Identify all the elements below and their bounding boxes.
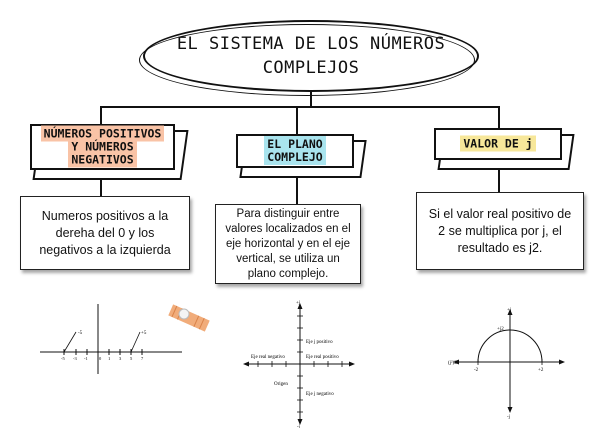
label-neg-real: Eje real negativo [251, 355, 285, 360]
label-left: -2 [474, 368, 479, 373]
arrow-down-icon [297, 419, 303, 425]
connector-bar [100, 106, 500, 108]
marker-line-pos [130, 331, 141, 353]
tape-pin-icon [168, 304, 210, 332]
title-line-2: COMPLEJOS [262, 58, 360, 78]
link-3 [498, 170, 500, 192]
link-2 [296, 178, 298, 204]
tick-label: 1 [108, 356, 110, 361]
marker-line-neg [63, 331, 77, 353]
description-box-2: Para distinguir entre valores localizado… [215, 204, 361, 284]
arrow-up-icon [297, 303, 303, 309]
label-bottom: -j [297, 425, 300, 428]
page-title: EL SISTEMA DE LOS NÚMEROS COMPLEJOS [143, 32, 479, 80]
tick-label: 3 [119, 356, 122, 361]
description-box-3: Si el valor real positivo de 2 se multip… [416, 192, 584, 270]
label-pos-real: Eje real positivo [306, 355, 339, 360]
arrow-left-icon [453, 359, 459, 365]
arrow-left-icon [243, 361, 249, 367]
category-label: VALOR DE j [434, 135, 562, 152]
label-left-j: (j²)2 [448, 360, 457, 366]
description-text: Si el valor real positivo de 2 se multip… [428, 206, 572, 255]
arrow-right-icon [559, 359, 565, 365]
label-pos-imag: Eje j positivo [306, 340, 333, 345]
category-line: COMPLEJO [264, 149, 326, 165]
tick-label-zero: 0 [99, 356, 102, 361]
description-box-1: Numeros positivos a la dereha del 0 y lo… [20, 196, 190, 270]
connector-stem [310, 91, 312, 107]
description-text: Para distinguir entre valores localizado… [225, 207, 351, 280]
arrow-right-icon [349, 361, 355, 367]
category-box-value-of-j: VALOR DE j [434, 128, 575, 170]
category-line: NÚMEROS POSITIVOS [40, 125, 165, 142]
rotation-arc [477, 329, 543, 363]
category-line: EL PLANO [264, 136, 326, 152]
label-origin: Origen [274, 382, 288, 387]
category-label: EL PLANO COMPLEJO [236, 136, 354, 165]
category-box-positive-negative: NÚMEROS POSITIVOS Y NÚMEROS NEGATIVOS [30, 124, 189, 180]
tick-label: -3 [73, 356, 77, 361]
connector-left [100, 106, 102, 124]
description-text: Numeros positivos a la dereha del 0 y lo… [39, 208, 171, 257]
arrow-down-icon [507, 407, 513, 413]
marker-label-pos: +5 [141, 331, 147, 336]
j-value-diagram: +j -j -2 +2 +j2 (j²)2 [448, 308, 565, 420]
link-1 [100, 180, 102, 196]
tape-strip [168, 304, 210, 332]
category-box-complex-plane: EL PLANO COMPLEJO [236, 134, 367, 178]
category-line: Y NÚMEROS [68, 138, 137, 155]
connector-mid [296, 106, 298, 134]
label-top: +j [507, 308, 511, 313]
marker-label-neg: -5 [78, 331, 83, 336]
category-line: VALOR DE j [460, 135, 536, 152]
title-line-1: EL SISTEMA DE LOS NÚMEROS [176, 34, 446, 54]
category-label: NÚMEROS POSITIVOS Y NÚMEROS NEGATIVOS [30, 125, 175, 168]
label-upper: +j2 [497, 327, 504, 332]
complex-plane-diagram: +j -j Eje j positivo Eje real negativo E… [243, 301, 355, 428]
label-top: +j [296, 301, 300, 306]
category-line: NEGATIVOS [68, 151, 137, 168]
arrow-up-icon [507, 309, 513, 315]
tick-label: 5 [130, 356, 133, 361]
number-line-diagram: -5 +5 -5 -3 -1 0 1 3 5 7 [40, 304, 182, 374]
label-right: +2 [538, 368, 544, 373]
tick-label: 7 [141, 356, 144, 361]
connector-right [498, 106, 500, 128]
label-bottom: -j [507, 415, 510, 420]
tick-label: -5 [61, 356, 65, 361]
label-neg-imag: Eje j negativo [306, 392, 334, 397]
tick-label: -1 [84, 356, 88, 361]
pin-head [178, 308, 190, 320]
